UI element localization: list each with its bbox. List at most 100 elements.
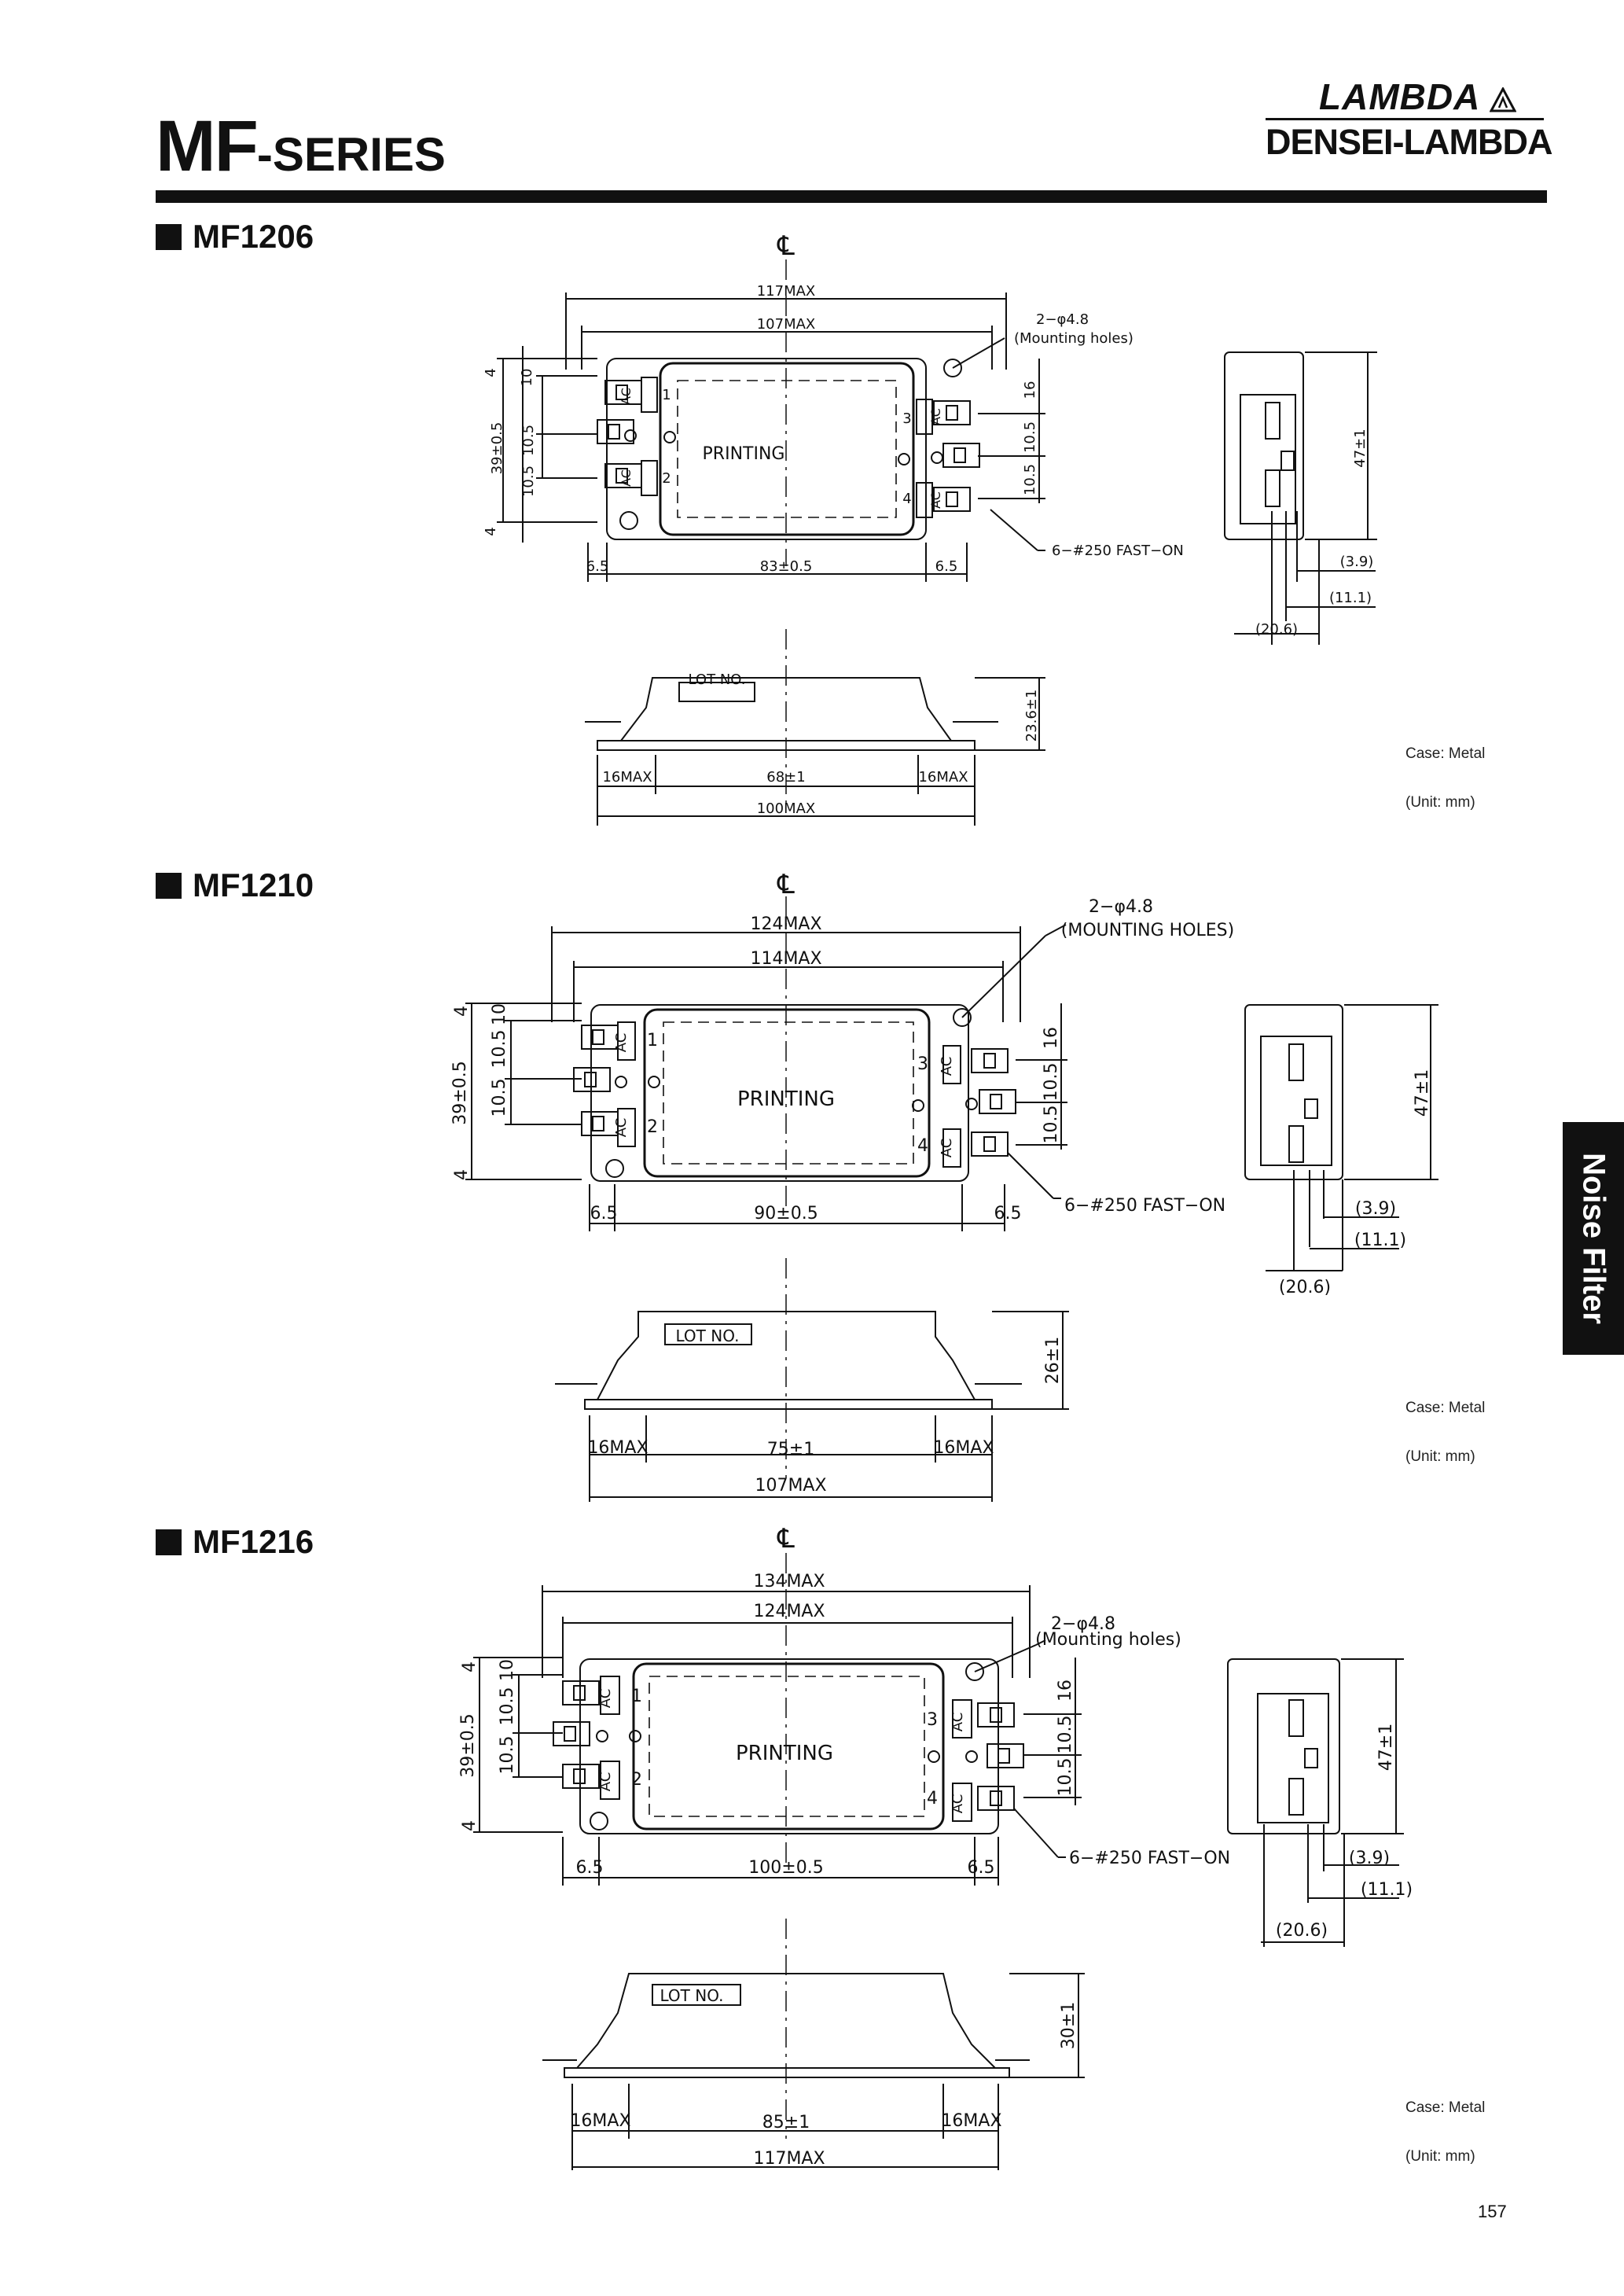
series-title-main: MF bbox=[156, 106, 259, 186]
drawing-stroke bbox=[916, 399, 933, 435]
dim-overall-max: 117MAX bbox=[757, 283, 816, 300]
terminal-2-label: 2 bbox=[631, 1770, 642, 1790]
ac-label: AC bbox=[950, 1713, 966, 1732]
dim-overall-max: 124MAX bbox=[750, 914, 821, 934]
ac-label: AC bbox=[619, 388, 634, 405]
drawing-stroke bbox=[971, 1048, 1009, 1073]
dim-overall-max: 134MAX bbox=[753, 1572, 825, 1591]
drawing-stroke bbox=[983, 1136, 996, 1152]
section-heading-mf1206: MF1206 bbox=[156, 220, 314, 253]
drawing-stroke bbox=[983, 1053, 996, 1069]
dim-6-5-label: 6.5 bbox=[994, 1204, 1022, 1223]
ac-label: AC bbox=[597, 1689, 614, 1709]
drawing-stroke bbox=[942, 1128, 961, 1168]
drawing-stroke bbox=[573, 1768, 586, 1784]
terminal-3-label: 3 bbox=[902, 410, 911, 427]
drawing-stroke bbox=[933, 400, 971, 425]
mount-note: (MOUNTING HOLES) bbox=[1061, 921, 1234, 940]
mounting-hole bbox=[943, 359, 962, 377]
dim-10-5-label: 10.5 bbox=[520, 425, 537, 456]
dim-total-max: 117MAX bbox=[753, 2149, 825, 2169]
unit-note: (Unit: mm) bbox=[1405, 2148, 1475, 2165]
side-20-6-label: (20.6) bbox=[1255, 621, 1298, 638]
ac-label: AC bbox=[939, 1139, 955, 1158]
brand-logo-lambda: LAMBDA bbox=[1319, 75, 1517, 118]
dim-4-label: 4 bbox=[460, 1820, 479, 1831]
section-heading-mf1216: MF1216 bbox=[156, 1525, 314, 1558]
ac-label: AC bbox=[939, 1057, 955, 1076]
drawing-stroke bbox=[663, 1021, 914, 1165]
mounting-hole bbox=[619, 511, 638, 530]
mounting-hole bbox=[590, 1812, 608, 1831]
dim-10-5-label: 10.5 bbox=[520, 465, 537, 497]
side-47-label: 47±1 bbox=[1352, 429, 1369, 467]
drawing-stroke bbox=[584, 1399, 993, 1410]
printing-label: PRINTING bbox=[737, 1087, 835, 1111]
dim-terminal-max: 16MAX bbox=[570, 2111, 630, 2131]
dim-10-5-label: 10.5 bbox=[490, 1079, 509, 1117]
ac-label: AC bbox=[928, 408, 943, 425]
drawing-stroke bbox=[953, 447, 966, 463]
centerline-mark: ℄ bbox=[777, 230, 795, 262]
drawing-stroke bbox=[942, 1045, 961, 1084]
drawing-stroke bbox=[977, 1786, 1015, 1811]
lambda-triangle-icon bbox=[1489, 86, 1517, 112]
ac-label: AC bbox=[613, 1118, 630, 1138]
drawing-stroke bbox=[1265, 469, 1280, 507]
printing-label: PRINTING bbox=[736, 1742, 833, 1765]
drawing-stroke bbox=[1013, 1808, 1059, 1858]
terminal-1-label: 1 bbox=[647, 1031, 658, 1050]
section-heading-mf1210: MF1210 bbox=[156, 869, 314, 902]
fast-on-label: 6−#250 FAST−ON bbox=[1052, 543, 1184, 559]
dim-body-bottom: 68±1 bbox=[766, 769, 805, 786]
dim-6-5-label: 6.5 bbox=[590, 1204, 618, 1223]
drawing-stroke bbox=[1045, 924, 1067, 936]
drawing-stroke bbox=[617, 1021, 636, 1061]
dim-10-5-label: 10.5 bbox=[1056, 1716, 1075, 1754]
drawing-stroke bbox=[663, 431, 676, 443]
dim-4-label: 4 bbox=[483, 368, 499, 377]
drawing-stroke bbox=[465, 896, 1438, 1502]
dim-16-label: 16 bbox=[1042, 1027, 1061, 1049]
drawing-stroke bbox=[643, 1008, 931, 1178]
side-47-label: 47±1 bbox=[1376, 1724, 1396, 1771]
drawing-stroke bbox=[933, 487, 971, 512]
drawing-stroke bbox=[952, 1783, 972, 1822]
dim-total-max: 100MAX bbox=[757, 800, 816, 817]
dim-4-label: 4 bbox=[452, 1006, 472, 1017]
terminal-4-label: 4 bbox=[917, 1136, 928, 1156]
drawing-stroke bbox=[977, 1702, 1015, 1728]
series-title: MF-SERIES bbox=[156, 110, 446, 182]
drawing-stroke bbox=[1280, 451, 1295, 471]
lot-no-label: LOT NO. bbox=[660, 1986, 724, 2005]
drawing-stroke bbox=[497, 259, 1377, 826]
drawing-stroke bbox=[641, 377, 658, 413]
drawing-stroke bbox=[564, 2067, 1010, 2078]
drawing-stroke bbox=[965, 1750, 978, 1763]
terminal-1-label: 1 bbox=[631, 1687, 642, 1706]
drawing-stroke bbox=[898, 453, 910, 465]
drawing-stroke bbox=[990, 1707, 1002, 1723]
drawing-stroke bbox=[617, 1108, 636, 1147]
dim-body-bottom: 85±1 bbox=[762, 2113, 810, 2132]
mount-hole-label: 2−φ4.8 bbox=[1051, 1614, 1115, 1634]
dim-39-label: 39±0.5 bbox=[489, 422, 505, 475]
dim-terminal-max: 16MAX bbox=[602, 769, 652, 786]
drawing-stroke bbox=[592, 1116, 604, 1131]
mf1206-drawing: ℄ 117MAX 107MAX 83±0.5 6.5 6.5 PRINTING … bbox=[483, 230, 1377, 826]
dim-6-5-label: 6.5 bbox=[968, 1858, 995, 1878]
dim-body-width: 90±0.5 bbox=[754, 1204, 818, 1223]
dim-10-5-label: 10.5 bbox=[498, 1736, 517, 1775]
lot-no-label: LOT NO. bbox=[689, 672, 746, 688]
drawing-stroke bbox=[931, 451, 943, 464]
terminal-4-label: 4 bbox=[927, 1789, 938, 1808]
dim-body-bottom: 75±1 bbox=[767, 1440, 814, 1459]
dim-hole-pitch: 124MAX bbox=[753, 1602, 825, 1621]
dim-6-5-label: 6.5 bbox=[576, 1858, 604, 1878]
dim-4-label: 4 bbox=[452, 1169, 472, 1180]
drawing-stroke bbox=[961, 935, 1046, 1018]
drawing-stroke bbox=[615, 468, 628, 484]
drawing-stroke bbox=[641, 460, 658, 496]
terminal-1-label: 1 bbox=[662, 387, 671, 403]
